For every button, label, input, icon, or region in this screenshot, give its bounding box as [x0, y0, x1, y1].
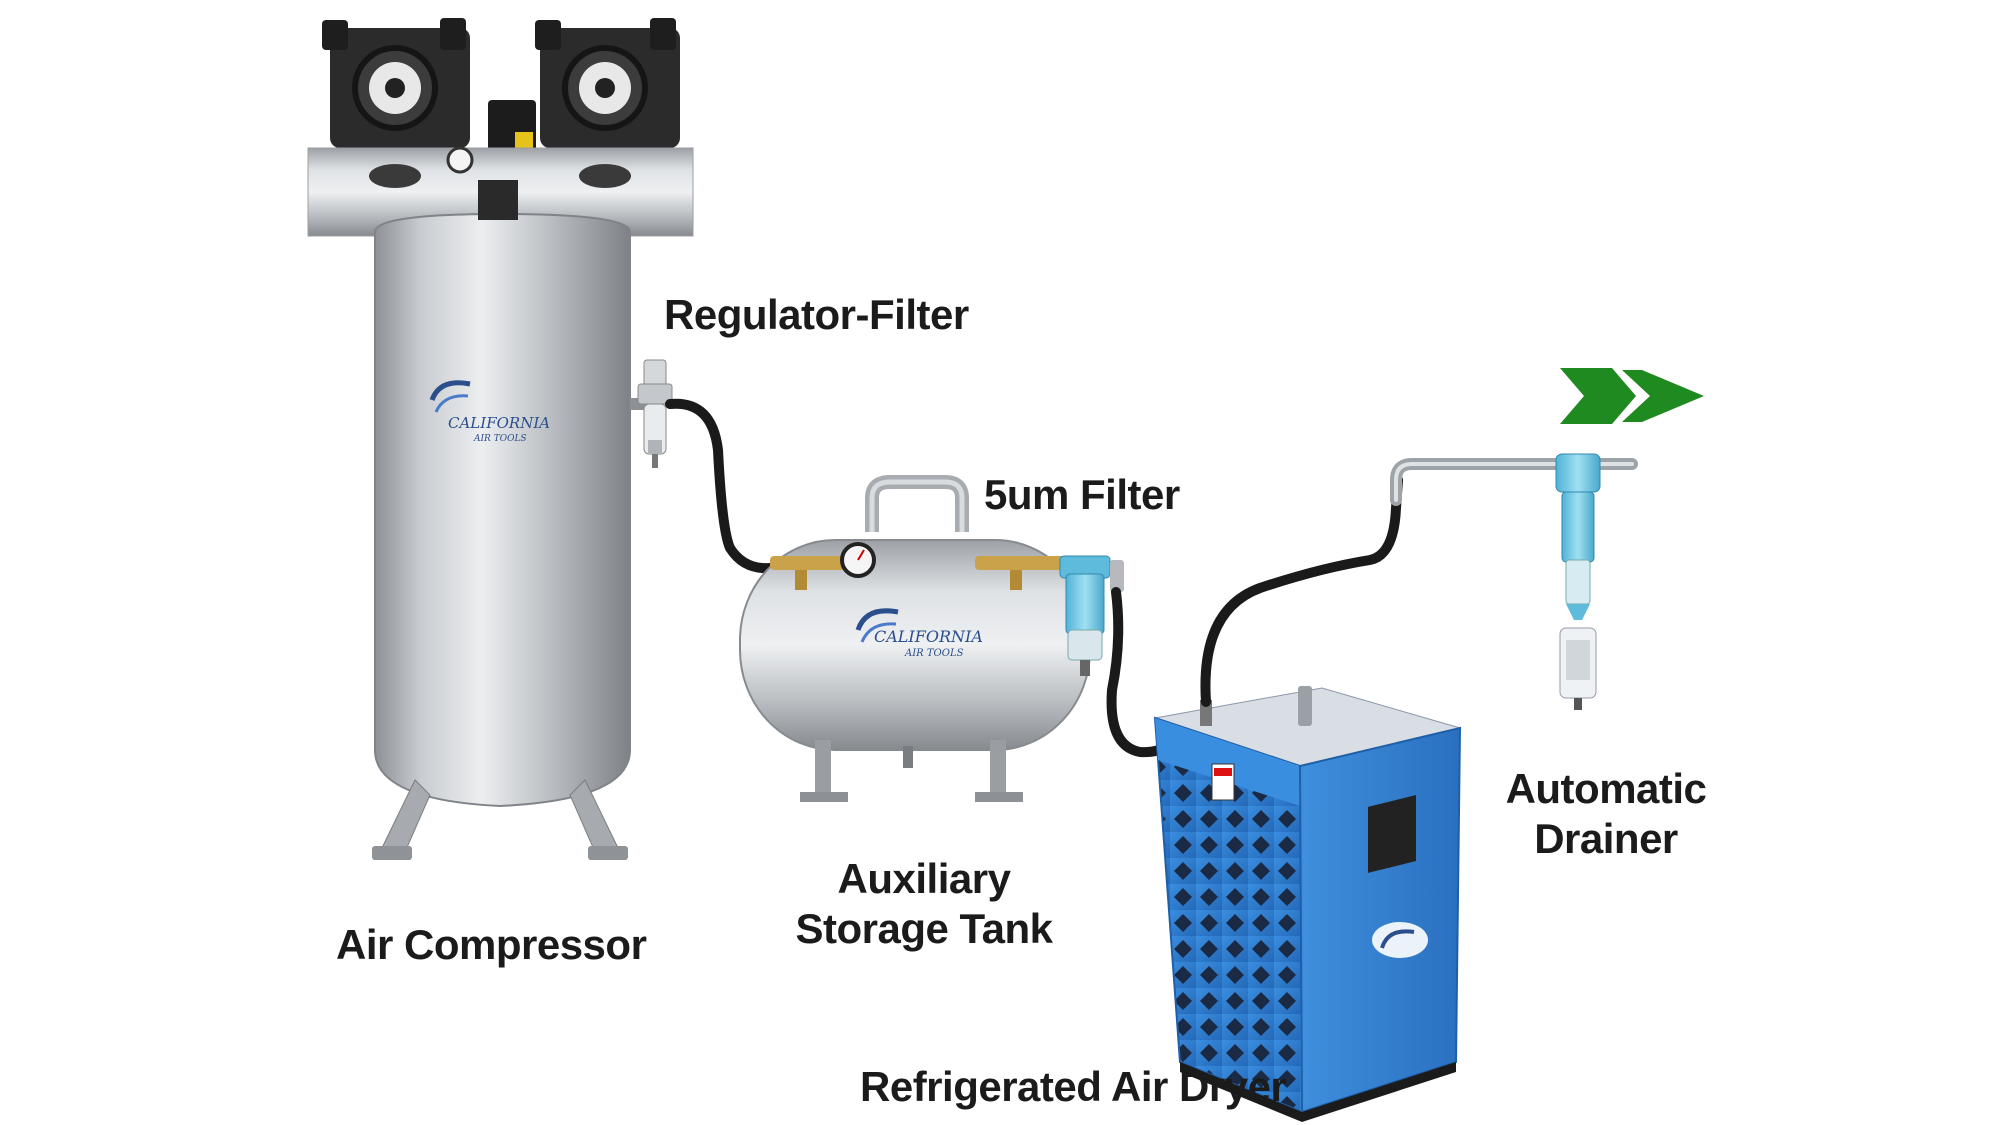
flow-arrow-icon — [1560, 368, 1704, 424]
label-refrigerated-air-dryer: Refrigerated Air Dryer — [860, 1063, 1287, 1110]
regulator-filter — [630, 359, 673, 468]
california-logo-tank: CALIFORNIA AIR TOOLS — [855, 608, 983, 659]
automatic-drainer — [1555, 453, 1601, 710]
5um-filter — [1059, 555, 1124, 676]
compressor-leg-left — [379, 779, 431, 853]
pressure-gauge-icon — [446, 146, 474, 174]
logo-text-sub: AIR TOOLS — [473, 434, 527, 444]
logo-text-sub: AIR TOOLS — [904, 648, 964, 659]
dryer-control-panel — [1368, 794, 1416, 873]
california-logo-compressor: CALIFORNIA AIR TOOLS — [429, 380, 550, 444]
compressor-vertical-tank — [374, 212, 631, 808]
outlet-pipe — [1390, 458, 1638, 506]
label-regulator-filter: Regulator-Filter — [664, 291, 969, 338]
label-aux-line1: Auxiliary — [837, 855, 1011, 902]
dryer-side-panel — [1298, 726, 1462, 1114]
label-drainer-line1: Automatic — [1505, 765, 1707, 812]
auxiliary-storage-tank: CALIFORNIA AIR TOOLS — [739, 475, 1091, 802]
label-air-compressor: Air Compressor — [336, 921, 647, 968]
warning-label-icon — [1211, 763, 1235, 801]
compressor-motor-left — [322, 18, 470, 148]
logo-text-main: CALIFORNIA — [874, 627, 983, 646]
air-compressor: CALIFORNIA AIR TOOLS — [307, 18, 694, 860]
label-drainer-line2: Drainer — [1534, 815, 1678, 862]
label-auxiliary-storage-tank: Auxiliary Storage Tank — [792, 854, 1056, 954]
logo-text-main: CALIFORNIA — [448, 414, 550, 432]
hose-dryer-to-outlet — [1200, 475, 1403, 707]
tank-carry-handle — [865, 475, 969, 532]
refrigerated-air-dryer — [1153, 686, 1462, 1122]
compressor-motor-right — [535, 18, 680, 148]
label-aux-line2: Storage Tank — [795, 905, 1053, 952]
label-5um-filter: 5um Filter — [984, 471, 1180, 518]
california-logo-dryer — [1372, 922, 1428, 958]
hose-compressor-to-tank — [665, 398, 775, 574]
label-automatic-drainer: Automatic Drainer — [1496, 764, 1716, 864]
